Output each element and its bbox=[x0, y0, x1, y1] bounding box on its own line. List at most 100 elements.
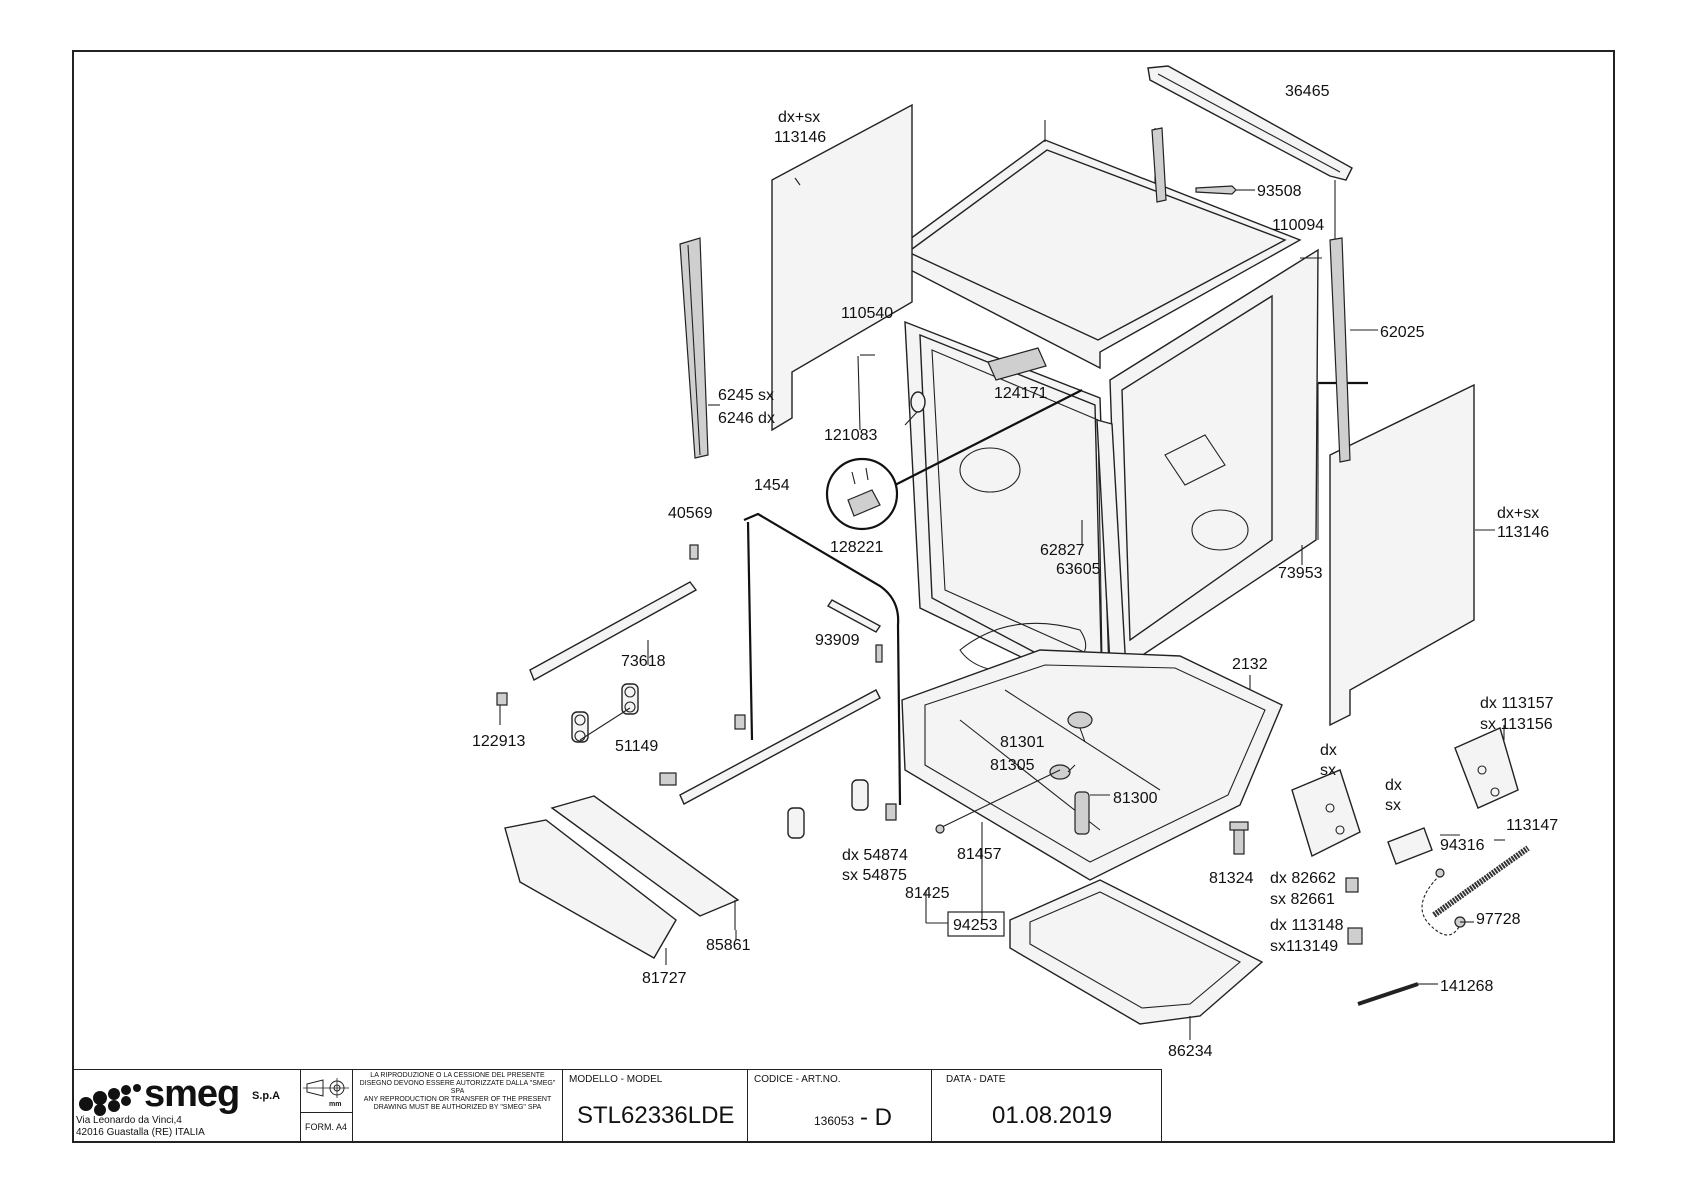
label-hinge-sx-2: sx bbox=[1385, 797, 1401, 814]
hinge-right bbox=[1454, 727, 1519, 809]
label-113146-right-b: 113146 bbox=[1497, 524, 1549, 541]
label-2132: 2132 bbox=[1232, 656, 1268, 673]
address-line-1: Via Leonardo da Vinci,4 bbox=[76, 1115, 182, 1126]
hose-81300 bbox=[1074, 791, 1090, 835]
label-81457: 81457 bbox=[957, 846, 1002, 863]
label-110540: 110540 bbox=[841, 305, 893, 322]
detail-circle-128221 bbox=[825, 389, 1083, 531]
plug-121083 bbox=[910, 391, 926, 413]
hinge-small bbox=[1387, 827, 1433, 865]
label-86234: 86234 bbox=[1168, 1043, 1213, 1060]
date-cell: DATA - DATE 01.08.2019 bbox=[932, 1070, 1162, 1141]
label-124171: 124171 bbox=[994, 385, 1047, 402]
leader-lines bbox=[499, 189, 1505, 985]
notice-cell: LA RIPRODUZIONE O LA CESSIONE DEL PRESEN… bbox=[353, 1070, 563, 1141]
left-door-trim bbox=[679, 237, 720, 459]
label-94316: 94316 bbox=[1440, 837, 1485, 854]
label-1454: 1454 bbox=[754, 477, 790, 494]
left-side-panel bbox=[771, 103, 913, 432]
base-2132 bbox=[901, 649, 1283, 881]
label-62827: 62827 bbox=[1040, 542, 1085, 559]
code-caption: CODICE - ART.NO. bbox=[754, 1074, 841, 1085]
clip-82662 bbox=[1345, 877, 1363, 945]
label-hinge-sx-1: sx bbox=[1320, 762, 1336, 779]
float-81301 bbox=[1067, 711, 1093, 729]
label-81324: 81324 bbox=[1209, 870, 1254, 887]
label-113157: dx 113157 bbox=[1480, 695, 1554, 712]
label-113146-left-b: 113146 bbox=[774, 129, 826, 146]
label-97728: 97728 bbox=[1476, 911, 1521, 928]
label-113148: dx 113148 bbox=[1270, 917, 1344, 934]
title-block: smeg S.p.A Via Leonardo da Vinci,4 42016… bbox=[72, 1069, 1162, 1141]
label-113149: sx113149 bbox=[1270, 938, 1338, 955]
notice-italian: LA RIPRODUZIONE O LA CESSIONE DEL PRESEN… bbox=[359, 1072, 556, 1095]
screw-93508 bbox=[1195, 185, 1248, 195]
label-81425: 81425 bbox=[905, 885, 950, 902]
label-82661: sx 82661 bbox=[1270, 891, 1335, 908]
part-81305 bbox=[1049, 764, 1071, 780]
label-box-94253 bbox=[947, 911, 1005, 937]
label-113146-right-a: dx+sx bbox=[1497, 505, 1539, 522]
right-vertical-trim bbox=[1329, 237, 1378, 463]
model-cell: MODELLO - MODEL STL62336LDE bbox=[563, 1070, 748, 1141]
clip-93909 bbox=[826, 599, 883, 663]
model-caption: MODELLO - MODEL bbox=[569, 1074, 663, 1085]
label-hinge-dx-2: dx bbox=[1385, 777, 1402, 794]
lower-basket-rail bbox=[504, 795, 740, 959]
address-line-2: 42016 Guastalla (RE) ITALIA bbox=[76, 1127, 205, 1138]
label-6245: 6245 sx bbox=[718, 387, 774, 404]
spring-113147 bbox=[1432, 839, 1530, 918]
notice-english: ANY REPRODUCTION OR TRANSFER OF THE PRES… bbox=[363, 1096, 552, 1111]
label-121083: 121083 bbox=[824, 427, 877, 444]
label-110094: 110094 bbox=[1272, 217, 1324, 234]
date-caption: DATA - DATE bbox=[946, 1074, 1006, 1085]
date-value: 01.08.2019 bbox=[992, 1102, 1113, 1129]
label-54875: sx 54875 bbox=[842, 867, 907, 884]
bottom-tray-86234 bbox=[1009, 879, 1264, 1040]
label-81301: 81301 bbox=[1000, 734, 1045, 751]
brand-suffix: S.p.A bbox=[252, 1090, 281, 1102]
unit-label: mm bbox=[329, 1101, 342, 1108]
projection-symbol-icon bbox=[303, 1078, 349, 1098]
label-62025: 62025 bbox=[1380, 324, 1425, 341]
label-6246: 6246 dx bbox=[718, 410, 775, 427]
label-63605: 63605 bbox=[1056, 561, 1101, 578]
label-73953: 73953 bbox=[1278, 565, 1323, 582]
label-113156: sx 113156 bbox=[1480, 716, 1553, 733]
code-value: 136053 bbox=[814, 1114, 855, 1128]
label-hinge-dx-1: dx bbox=[1320, 742, 1337, 759]
clip-40569 bbox=[689, 544, 699, 560]
wire-81457 bbox=[925, 769, 1061, 924]
rollers-51149 bbox=[571, 683, 869, 839]
rail-73618 bbox=[529, 581, 881, 805]
cable-97728 bbox=[1421, 868, 1466, 936]
front-vertical-strip bbox=[1151, 127, 1167, 203]
label-93508: 93508 bbox=[1257, 183, 1302, 200]
label-85861: 85861 bbox=[706, 937, 751, 954]
revision-value: - D bbox=[860, 1104, 892, 1131]
projection-cell: mm FORM. A4 bbox=[301, 1070, 353, 1141]
smeg-logo-icon bbox=[79, 1084, 141, 1116]
clip-54874 bbox=[659, 714, 897, 821]
right-side-panel bbox=[1329, 383, 1475, 727]
label-73618: 73618 bbox=[621, 653, 666, 670]
dishwasher-tub bbox=[894, 120, 1368, 706]
label-51149: 51149 bbox=[615, 738, 658, 755]
label-81300: 81300 bbox=[1113, 790, 1158, 807]
label-94253: 94253 bbox=[953, 917, 998, 934]
label-141268: 141268 bbox=[1440, 978, 1493, 995]
code-cell: CODICE - ART.NO. 136053 - D bbox=[748, 1070, 932, 1141]
label-122913: 122913 bbox=[472, 733, 525, 750]
label-81727: 81727 bbox=[642, 970, 687, 987]
label-40569: 40569 bbox=[668, 505, 713, 522]
model-value: STL62336LDE bbox=[577, 1102, 735, 1129]
format-label: FORM. A4 bbox=[305, 1122, 348, 1132]
label-36465: 36465 bbox=[1285, 83, 1330, 100]
hinge-left bbox=[1291, 769, 1361, 857]
bracket-124171 bbox=[987, 347, 1047, 381]
drawing-sheet bbox=[72, 50, 1615, 1143]
label-113147: 113147 bbox=[1506, 817, 1558, 834]
label-128221: 128221 bbox=[830, 539, 883, 556]
clip-122913 bbox=[496, 692, 508, 706]
